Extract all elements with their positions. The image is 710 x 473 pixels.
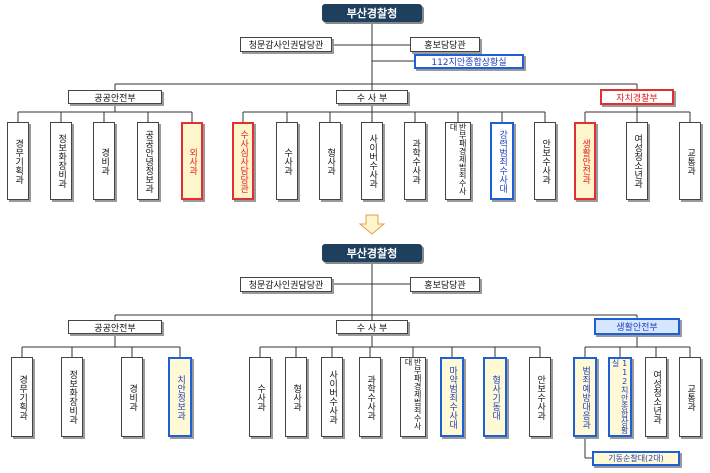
top-staff-inspection: 청문감사인권담당관 xyxy=(240,37,332,52)
bottom-unit-investigation: 수사과 xyxy=(249,357,271,437)
top-unit-women-youth: 여성청소년과 xyxy=(626,122,648,200)
top-bureau-public: 공공안전부 xyxy=(68,90,162,104)
bottom-bureau-public: 공공안전부 xyxy=(68,320,162,334)
bottom-unit-security: 경비과 xyxy=(121,357,143,437)
bottom-bureau-life-safety: 생활안전부 xyxy=(594,318,680,335)
bottom-bureau-invest: 수 사 부 xyxy=(336,320,408,334)
top-unit-review: 수사심사담당관 xyxy=(232,122,254,200)
top-situation-room: 112지안종합상황실 xyxy=(414,54,524,69)
top-unit-violent-crime: 강력범죄수사대 xyxy=(490,122,514,200)
bottom-unit-traffic: 교통과 xyxy=(679,357,701,437)
top-unit-security: 경비과 xyxy=(93,122,115,200)
bottom-unit-mobile-squad: 형사기동대 xyxy=(483,357,507,437)
bottom-unit-it: 정보화장비과 xyxy=(61,357,83,437)
down-arrow-icon xyxy=(358,214,386,235)
bottom-unit-patrol: 기동순찰대(2대) xyxy=(592,451,680,466)
bottom-unit-forensic: 과학수사과 xyxy=(359,357,381,437)
top-bureau-invest: 수 사 부 xyxy=(336,90,408,104)
top-unit-planning: 경무기획과 xyxy=(7,122,29,200)
bottom-staff-inspection: 청문감사인권담당관 xyxy=(240,277,332,292)
bottom-unit-cyber: 사이버수사과 xyxy=(321,357,343,437)
top-unit-traffic: 교통과 xyxy=(679,122,701,200)
top-unit-cyber: 사이버수사과 xyxy=(361,122,383,200)
top-unit-life-safety: 생활안전과 xyxy=(574,122,596,200)
top-bureau-autonomous: 자치경찰부 xyxy=(600,89,674,105)
top-unit-anticorruption: 반부패경제범죄수사대 xyxy=(445,122,471,200)
top-unit-it: 정보화장비과 xyxy=(50,122,72,200)
top-unit-public-info: 공공안녕정보과 xyxy=(137,122,159,200)
bottom-root-box: 부산경찰청 xyxy=(322,244,422,262)
bottom-unit-women-youth: 여성청소년과 xyxy=(645,357,667,437)
bottom-unit-intelligence: 치안정보과 xyxy=(168,357,192,437)
bottom-staff-pr: 홍보담당관 xyxy=(410,277,480,292)
bottom-unit-planning: 경무기획과 xyxy=(11,357,33,437)
bottom-unit-crime-prevention: 범죄예방대응과 xyxy=(573,357,597,437)
bottom-unit-112-situation: 112치안종합상황실 xyxy=(608,357,632,437)
top-staff-pr: 홍보담당관 xyxy=(410,37,480,52)
top-unit-national-security: 안보수사과 xyxy=(534,122,556,200)
bottom-unit-drug-crime: 마약범죄수사대 xyxy=(440,357,464,437)
bottom-unit-anticorruption: 반부패경제범죄수사대 xyxy=(400,357,426,437)
bottom-unit-national-security: 안보수사과 xyxy=(529,357,551,437)
top-unit-forensic: 과학수사과 xyxy=(404,122,426,200)
top-unit-investigation: 수사과 xyxy=(276,122,298,200)
bottom-unit-criminal: 형사과 xyxy=(285,357,307,437)
top-unit-criminal: 형사과 xyxy=(319,122,341,200)
top-root-box: 부산경찰청 xyxy=(322,4,422,22)
top-unit-foreign: 외사과 xyxy=(181,122,203,200)
